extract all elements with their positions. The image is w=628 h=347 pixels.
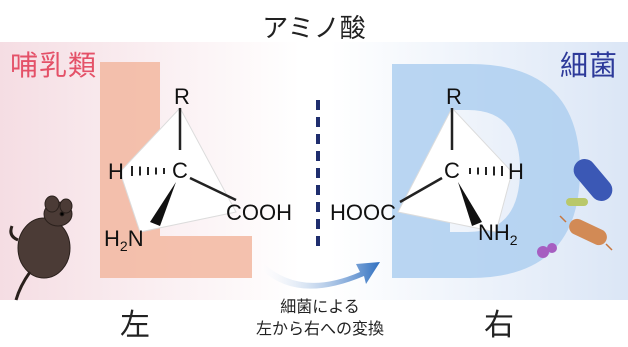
bacteria-label: 細菌 xyxy=(560,49,619,82)
left-h2n-n: N xyxy=(128,226,144,251)
conversion-caption-line2: 左から右への変換 xyxy=(255,319,384,338)
right-h-label: H xyxy=(508,159,524,184)
left-c-label: C xyxy=(172,158,188,183)
conversion-caption-line1: 細菌による xyxy=(280,297,360,316)
right-hooc-label: HOOC xyxy=(330,200,396,225)
left-r-label: R xyxy=(174,84,190,109)
right-r-label: R xyxy=(446,84,462,109)
right-nh: NH xyxy=(478,220,510,245)
right-nh-sub: 2 xyxy=(510,232,518,248)
letter-d-shape xyxy=(392,64,580,278)
bacteria-icon xyxy=(537,159,613,258)
left-h2n-h: H xyxy=(104,226,120,251)
left-h2n-label: H2N xyxy=(104,226,144,254)
left-tetrahedron xyxy=(119,107,237,233)
right-nh2-label: NH2 xyxy=(478,220,518,248)
right-bond-hooc xyxy=(399,176,443,204)
left-bond-cooh xyxy=(189,176,237,202)
left-hash-bond xyxy=(131,166,165,176)
left-h-label: H xyxy=(108,159,124,184)
conversion-arrow-icon xyxy=(262,262,380,289)
mammal-label: 哺乳類 xyxy=(10,49,98,82)
right-tetrahedron xyxy=(397,107,513,233)
right-wedge-bond xyxy=(458,182,482,226)
page-title: アミノ酸 xyxy=(262,14,366,44)
conversion-caption: 細菌による 左から右への変換 xyxy=(250,296,390,340)
left-direction-label: 左 xyxy=(120,308,150,343)
right-c-label: C xyxy=(444,158,460,183)
left-wedge-bond xyxy=(150,182,176,226)
right-hash-bond xyxy=(469,166,503,176)
left-h2n-sub: 2 xyxy=(120,238,128,254)
right-direction-label: 右 xyxy=(484,308,514,343)
mouse-icon xyxy=(9,195,73,301)
left-cooh-label: COOH xyxy=(226,200,292,225)
